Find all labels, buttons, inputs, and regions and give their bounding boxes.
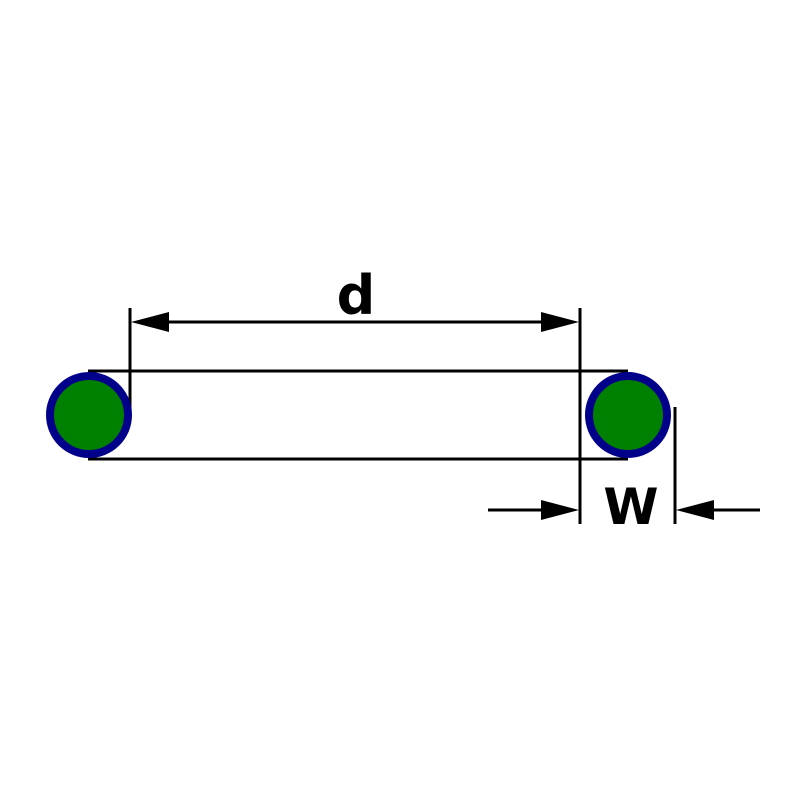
cross-section-circle-left <box>46 372 132 458</box>
width-arrowhead-right <box>676 500 714 520</box>
diameter-arrowhead-right <box>541 312 579 332</box>
diameter-label: d <box>337 264 376 327</box>
cross-section-circle-right <box>585 372 671 458</box>
width-arrowhead-left <box>541 500 579 520</box>
width-label: W <box>603 478 658 536</box>
diameter-arrowhead-left <box>131 312 169 332</box>
